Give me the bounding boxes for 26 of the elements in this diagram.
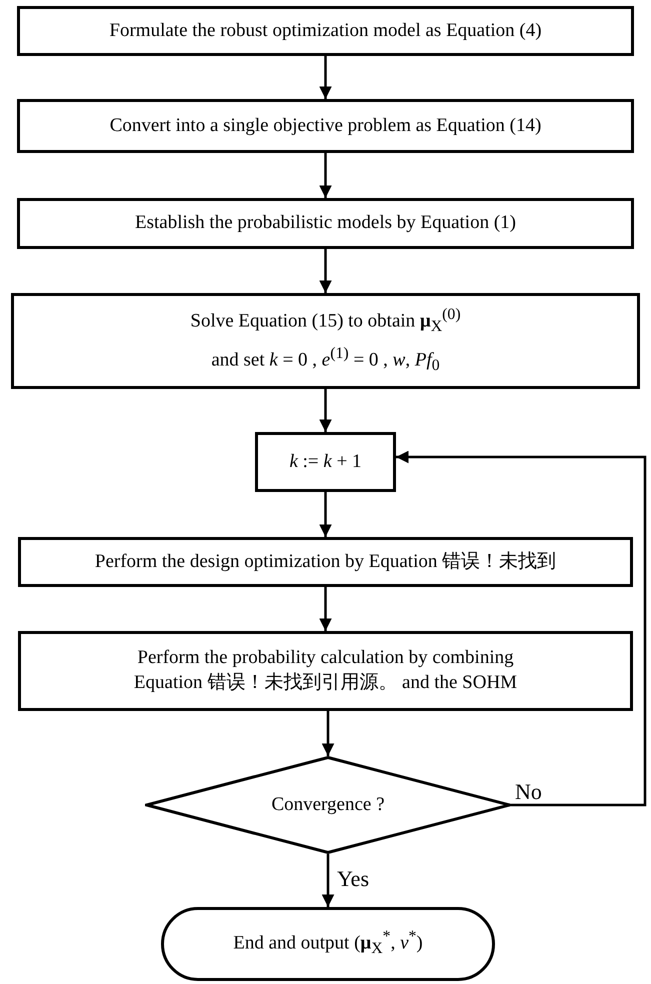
box-text: Convert into a single objective problem as Equation (14) <box>110 114 542 138</box>
arrow <box>319 389 332 432</box>
box-text: Perform the design optimization by Equation 错误！未找到 <box>94 550 556 574</box>
box-text: End and output (μ$_{X}$$^{*}$, v$^{*}$) <box>233 927 423 960</box>
process-box <box>17 198 634 249</box>
arrow <box>396 450 646 806</box>
box-text: Convergence ? <box>271 792 385 817</box>
decision-diamond <box>145 756 511 854</box>
arrow <box>319 587 332 631</box>
process-box <box>17 99 634 153</box>
process-box <box>255 432 396 492</box>
process-box <box>17 6 634 56</box>
arrow <box>319 56 332 99</box>
box-text: and set k = 0 , e$^{(1)}$ = 0 , w, Pf$_{0}$ <box>211 344 440 376</box>
box-text: Perform the probability calculation by combining Equation 错误！未找到引用源。 and the SOHM <box>132 646 518 695</box>
process-box <box>18 631 633 711</box>
box-text: k := k + 1 <box>289 450 362 474</box>
box-text: Formulate the robust optimization model as Equation (4) <box>109 18 542 43</box>
arrow <box>322 711 334 756</box>
arrow <box>319 153 332 198</box>
process-box <box>18 537 633 587</box>
arrow <box>322 854 334 907</box>
box-text: Establish the probabilistic models by Equation (1) <box>135 211 516 236</box>
arrow <box>319 249 332 293</box>
process-box <box>11 293 640 389</box>
arrow <box>319 492 332 537</box>
